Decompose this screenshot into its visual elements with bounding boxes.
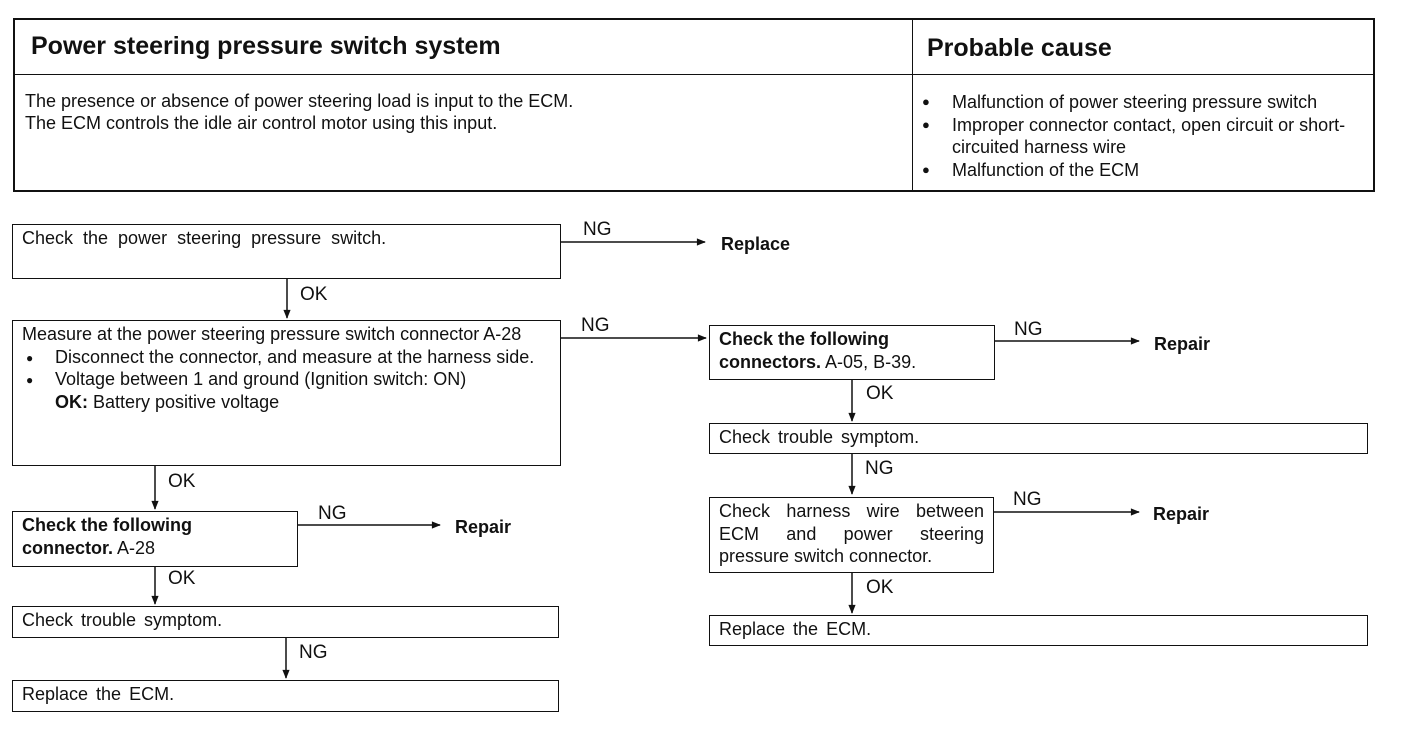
- description-line: The presence or absence of power steerin…: [25, 91, 574, 111]
- r2-ng-label: NG: [865, 458, 894, 479]
- r4-box: Replace the ECM.: [709, 615, 1368, 646]
- step4-box: Check trouble symptom.: [12, 606, 559, 638]
- step1-box: Check the power steering pressure switch…: [12, 224, 561, 279]
- step1-ng-label: NG: [583, 219, 612, 240]
- r1-ng-result: Repair: [1154, 334, 1211, 354]
- step5-box: Replace the ECM.: [12, 680, 559, 712]
- step3-bold-text: Check the following connector.: [22, 515, 193, 558]
- step2-intro: Measure at the power steering pressure s…: [22, 324, 522, 344]
- r2-text: Check trouble symptom.: [719, 427, 920, 447]
- r3-text: Check harness wire between ECM and power…: [719, 501, 984, 566]
- summary-table: Power steering pressure switch system Pr…: [13, 18, 1375, 192]
- step3-ng-result: Repair: [455, 517, 512, 537]
- step2-ok-value: Battery positive voltage: [93, 391, 280, 412]
- step1-ng-result: Replace: [721, 234, 791, 254]
- table-divider-vertical: [912, 20, 913, 190]
- step2-bullets: Disconnect the connector, and measure at…: [22, 346, 551, 391]
- r3-ng-label: NG: [1013, 489, 1042, 510]
- r1-bold-text: Check the following connectors.: [719, 329, 890, 372]
- r1-ok-label: OK: [866, 383, 894, 404]
- step1-text: Check the power steering pressure switch…: [22, 228, 387, 248]
- r1-box: Check the following connectors. A-05, B-…: [709, 325, 995, 380]
- step4-text: Check trouble symptom.: [22, 610, 223, 630]
- step3-box: Check the following connector. A-28: [12, 511, 298, 567]
- step5-text: Replace the ECM.: [22, 684, 175, 704]
- system-title: Power steering pressure switch system: [31, 32, 501, 60]
- step2-ok-label: OK: [168, 471, 196, 492]
- cause-item: Malfunction of power steering pressure s…: [922, 91, 1367, 114]
- step1-ok-label: OK: [300, 284, 328, 305]
- r4-text: Replace the ECM.: [719, 619, 872, 639]
- probable-cause-list: Malfunction of power steering pressure s…: [922, 91, 1367, 181]
- r2-box: Check trouble symptom.: [709, 423, 1368, 454]
- step3-connector: A-28: [117, 537, 156, 558]
- step2-bullet: Voltage between 1 and ground (Ignition s…: [22, 368, 551, 391]
- table-divider-horizontal: [15, 74, 1373, 75]
- step4-ng-label: NG: [299, 642, 328, 663]
- step2-bullet: Disconnect the connector, and measure at…: [22, 346, 551, 368]
- r3-box: Check harness wire between ECM and power…: [709, 497, 994, 573]
- step2-ng-label: NG: [581, 315, 610, 336]
- step2-box: Measure at the power steering pressure s…: [12, 320, 561, 466]
- cause-item: Malfunction of the ECM: [922, 159, 1367, 182]
- step3-ok-label: OK: [168, 568, 196, 589]
- step2-ok-prefix: OK:: [55, 391, 88, 412]
- r3-ng-result: Repair: [1153, 504, 1210, 524]
- r1-ng-label: NG: [1014, 319, 1043, 340]
- step2-ok-criterion: OK: Battery positive voltage: [22, 391, 551, 414]
- probable-cause-title: Probable cause: [927, 34, 1112, 62]
- step3-ng-label: NG: [318, 503, 347, 524]
- r1-connectors: A-05, B-39.: [825, 351, 917, 372]
- r3-ok-label: OK: [866, 577, 894, 598]
- system-description: The presence or absence of power steerin…: [25, 90, 895, 134]
- cause-item: Improper connector contact, open circuit…: [922, 114, 1367, 159]
- description-line: The ECM controls the idle air control mo…: [25, 113, 498, 133]
